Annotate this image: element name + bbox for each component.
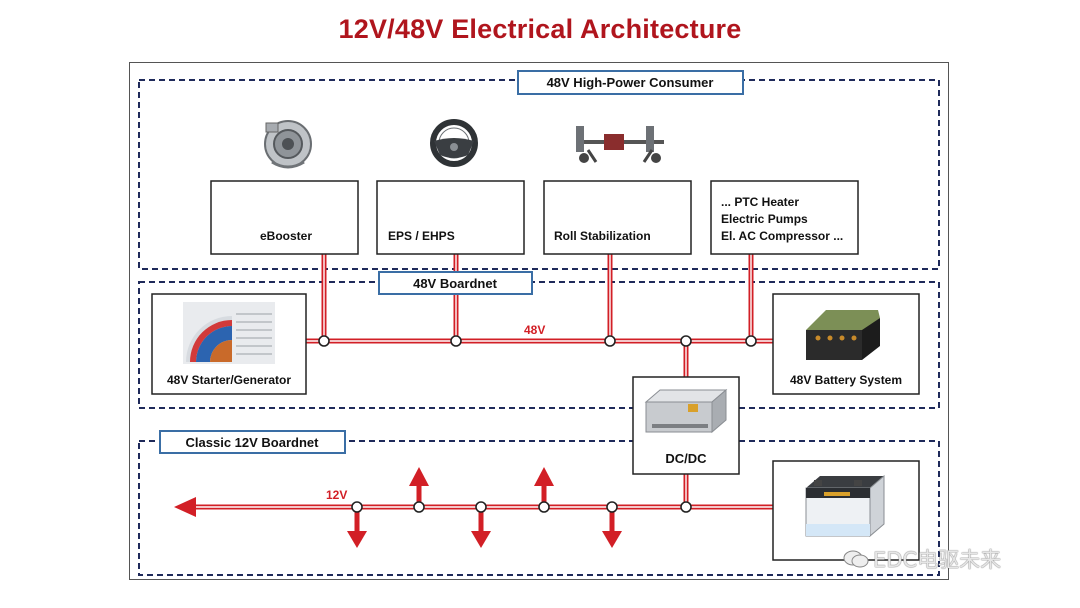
bus12-arrows <box>174 467 622 548</box>
arrow-down-1 <box>347 531 367 548</box>
arrow-down-3 <box>602 531 622 548</box>
label-boardnet48: 48V Boardnet <box>413 276 497 291</box>
bus12-label: 12V <box>326 488 347 502</box>
page-title: 12V/48V Electrical Architecture <box>338 14 742 44</box>
motor-icon <box>183 302 275 364</box>
bus48-highlight <box>305 254 773 378</box>
steering-wheel-icon <box>430 119 478 167</box>
node-12v-3 <box>475 501 487 513</box>
consumer-ebooster: eBooster <box>210 180 359 255</box>
dcdc-label: DC/DC <box>665 451 707 466</box>
node-12v-2 <box>413 501 425 513</box>
consumer-line-2: Electric Pumps <box>721 212 808 226</box>
bus48-wires <box>305 254 773 378</box>
starter-generator-label: 48V Starter/Generator <box>167 373 291 387</box>
label-boardnet48-box <box>378 271 533 295</box>
arrow-up-1 <box>409 467 429 486</box>
section-boardnet12 <box>138 440 940 576</box>
node-48v-1 <box>318 335 330 347</box>
consumer-label-ebooster: eBooster <box>260 229 312 243</box>
dcdc-converter-icon <box>644 388 728 434</box>
node-48v-4 <box>680 335 692 347</box>
bus48-label: 48V <box>524 323 545 337</box>
wechat-icon <box>843 550 869 568</box>
consumer-roll: Roll Stabilization <box>543 180 692 255</box>
section-boardnet48 <box>138 281 940 409</box>
node-12v-4 <box>538 501 550 513</box>
turbocharger-icon <box>264 120 312 169</box>
axle-suspension-icon <box>576 126 664 163</box>
consumer-line-3: El. AC Compressor ... <box>721 229 843 243</box>
starter-generator-box: 48V Starter/Generator <box>151 293 307 395</box>
battery48-label: 48V Battery System <box>790 373 902 387</box>
node-48v-2 <box>450 335 462 347</box>
consumer-others: ... PTC Heater Electric Pumps El. AC Com… <box>710 180 859 255</box>
watermark-text: EDC电驱未来 <box>873 548 1002 572</box>
node-48v-3 <box>604 335 616 347</box>
consumer-eps: EPS / EHPS <box>376 180 525 255</box>
arrow-left <box>174 497 196 517</box>
node-48v-5 <box>745 335 757 347</box>
arrow-up-2 <box>534 467 554 486</box>
label-consumer-box <box>517 70 744 95</box>
battery48-icon <box>806 310 880 360</box>
label-boardnet12: Classic 12V Boardnet <box>186 435 320 450</box>
battery12-icon <box>805 474 885 538</box>
node-12v-5 <box>606 501 618 513</box>
consumer-label-eps: EPS / EHPS <box>388 229 455 243</box>
consumer-line-1: ... PTC Heater <box>721 195 799 209</box>
node-12v-6 <box>680 501 692 513</box>
consumer-label-roll: Roll Stabilization <box>554 229 651 243</box>
dcdc-box: DC/DC <box>632 376 740 475</box>
diagram-frame <box>129 62 949 580</box>
watermark: EDC电驱未来 <box>843 544 1001 574</box>
label-boardnet12-box <box>159 430 346 454</box>
node-12v-1 <box>351 501 363 513</box>
bus-nodes <box>318 335 757 513</box>
arrow-down-2 <box>471 531 491 548</box>
label-consumer: 48V High-Power Consumer <box>547 75 714 90</box>
battery48-box: 48V Battery System <box>772 293 920 395</box>
